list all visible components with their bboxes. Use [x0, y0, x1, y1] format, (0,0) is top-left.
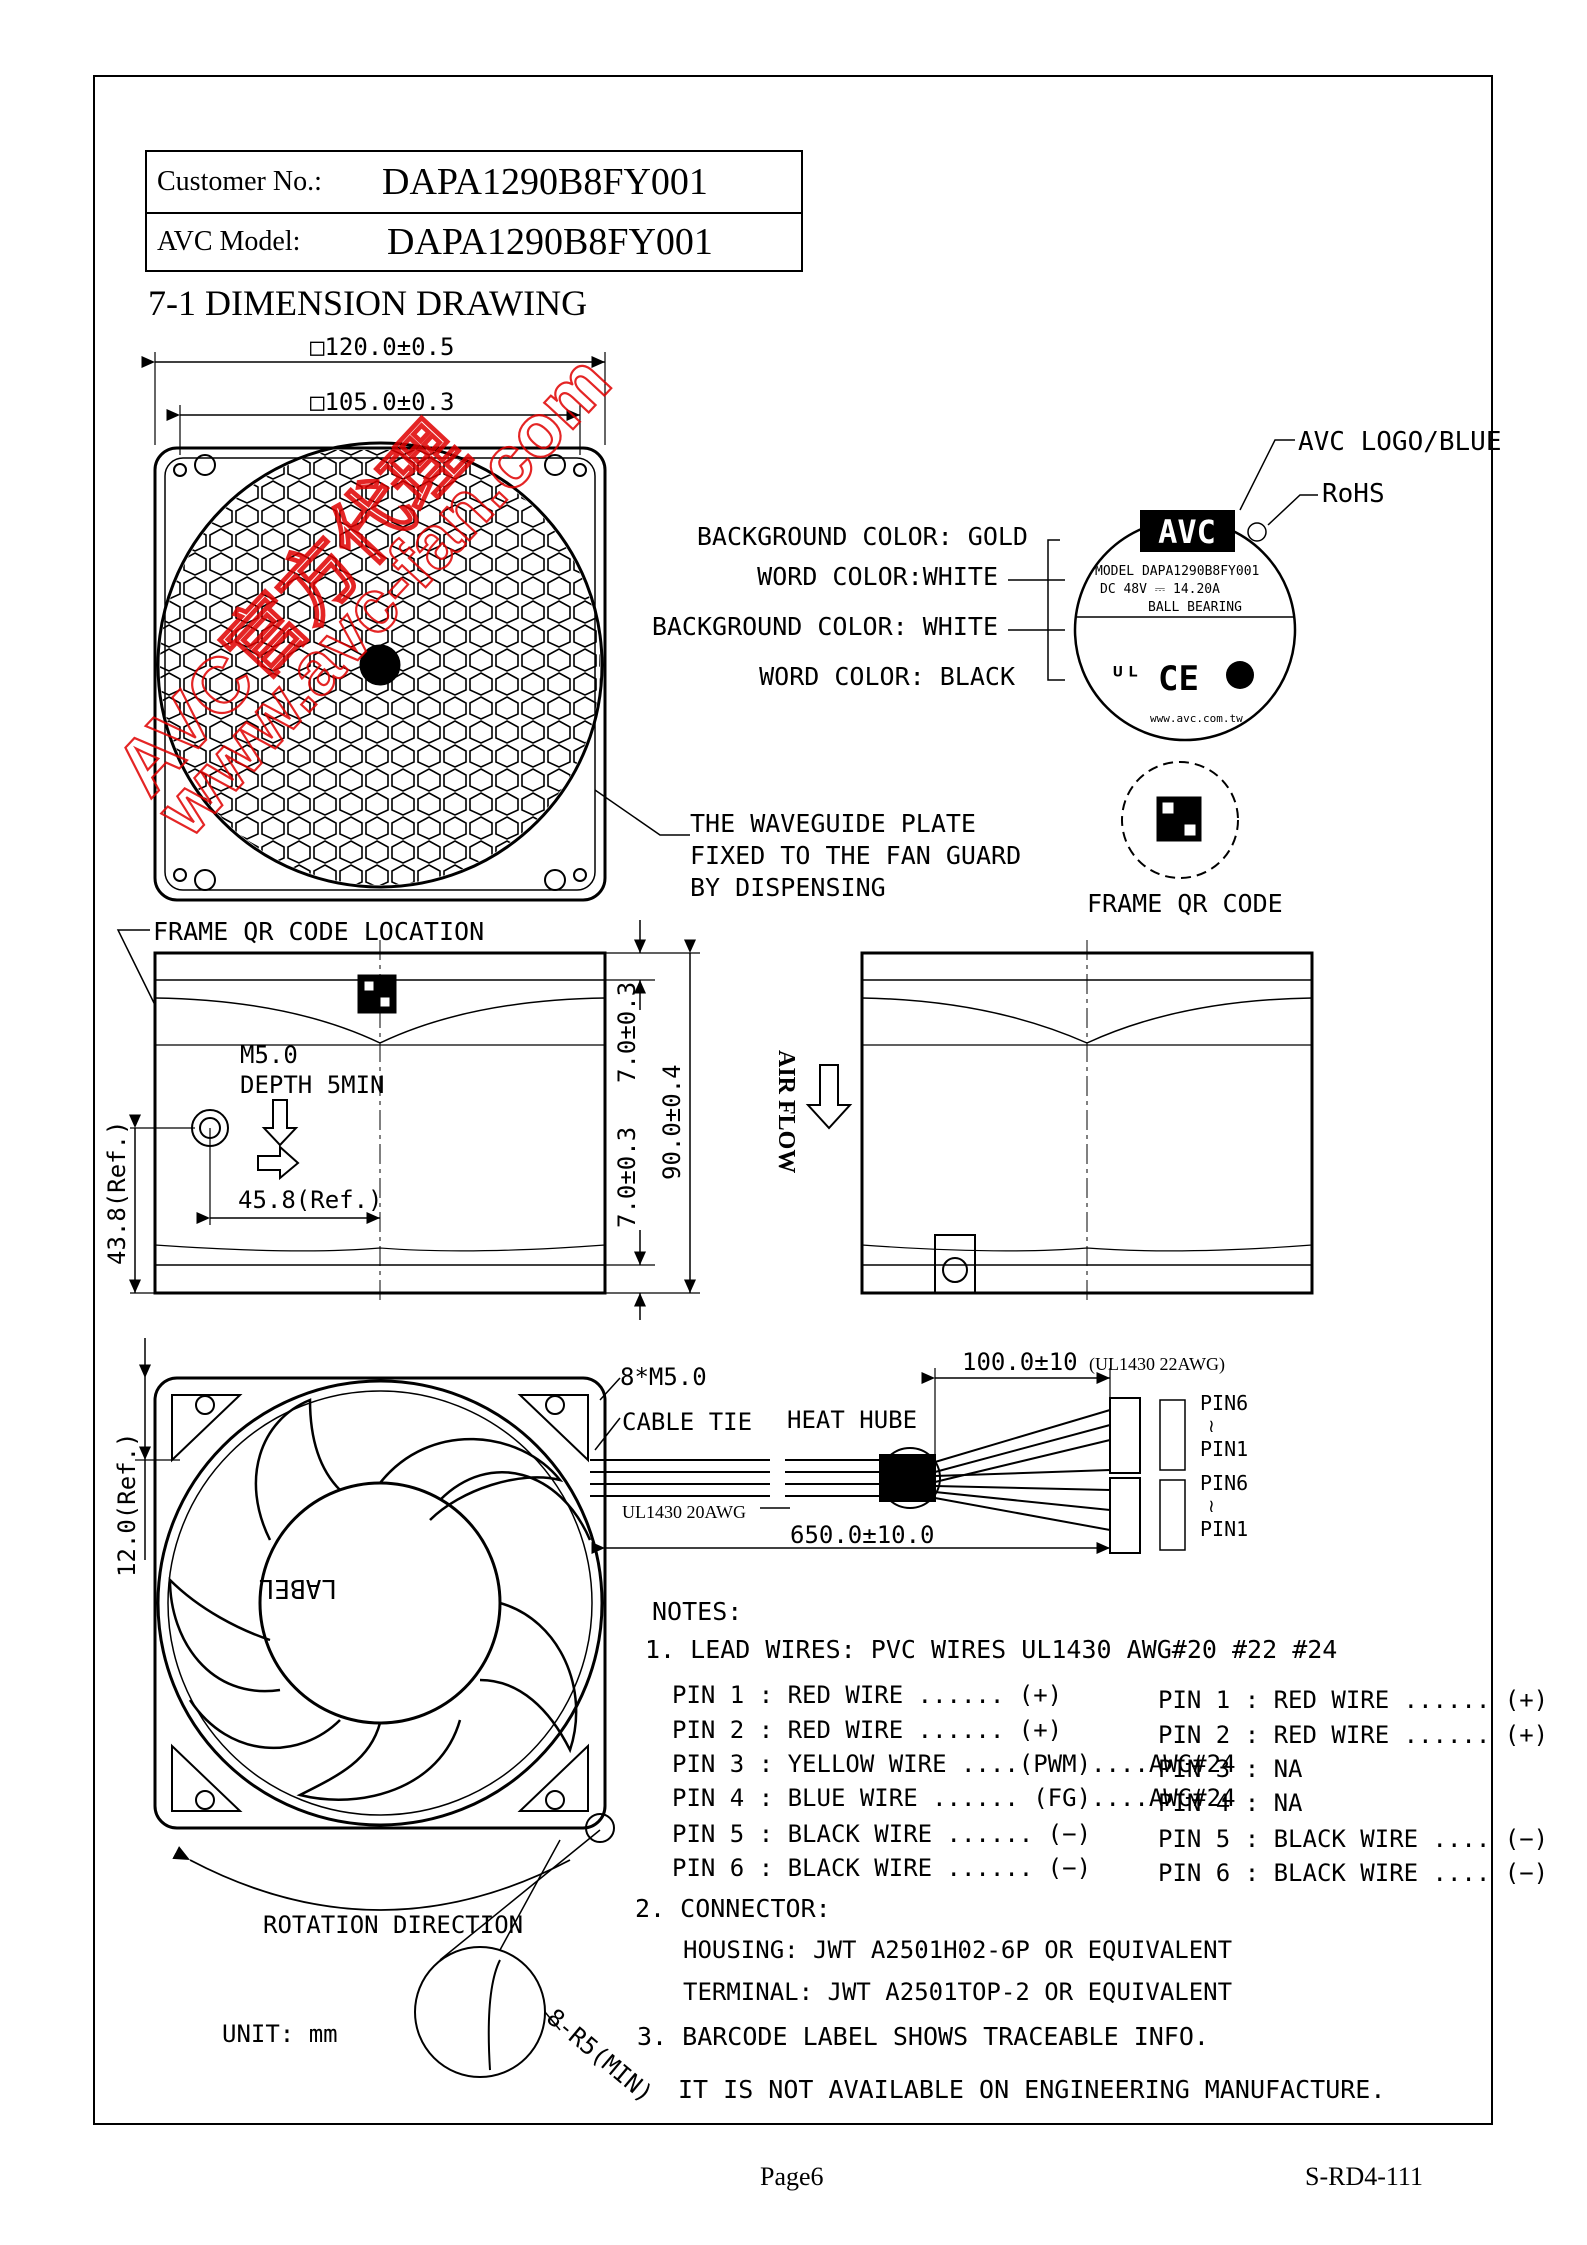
right-pin-5: PIN 5 : BLACK WIRE .... (−) [1158, 1825, 1548, 1853]
label-url: www.avc.com.tw [1150, 712, 1243, 725]
pin-range-bottom: ≀ [1208, 1496, 1215, 1517]
rotation-direction: ROTATION DIRECTION [263, 1911, 523, 1939]
left-pin-1: PIN 1 : RED WIRE ...... (+) [672, 1681, 1062, 1709]
model-label: AVC Model: [157, 226, 301, 257]
right-pin-2: PIN 2 : RED WIRE ...... (+) [1158, 1721, 1548, 1749]
fan-label-text: LABEL [259, 1573, 337, 1603]
notes-block: NOTES: 1. LEAD WIRES: PVC WIRES UL1430 A… [635, 1597, 1548, 2104]
label-bearing: BALL BEARING [1148, 600, 1242, 615]
fan-label-sticker: AVC MODEL DAPA1290B8FY001 DC 48V ⎓ 14.20… [1073, 510, 1297, 742]
callout-cable-tie: CABLE TIE [622, 1408, 752, 1436]
left-pin-4: PIN 4 : BLUE WIRE ...... (FG)....AWG#24 [672, 1784, 1236, 1812]
unit-label: UNIT: mm [222, 2020, 338, 2048]
dim-ref-43: 43.8(Ref.) [103, 1121, 131, 1266]
page-frame [93, 75, 1493, 2125]
label-dc-line: DC 48V ⎓ 14.20A [1100, 582, 1220, 597]
left-pin-5: PIN 5 : BLACK WIRE ...... (−) [672, 1820, 1091, 1848]
frame-qr-location: FRAME QR CODE LOCATION [153, 917, 484, 946]
corner-slots [171, 1394, 589, 1812]
note-housing: HOUSING: JWT A2501H02-6P OR EQUIVALENT [683, 1936, 1232, 1964]
callout-depth: DEPTH 5MIN [240, 1071, 385, 1099]
ul-mark: ᵁᴸ [1110, 662, 1141, 692]
left-pin-3: PIN 3 : YELLOW WIRE ....(PWM)....AWG#24 [672, 1750, 1236, 1778]
dim-ref-12: 12.0(Ref.) [113, 1433, 141, 1578]
pin6-top: PIN6 [1200, 1391, 1248, 1415]
dim-holes: 8*M5.0 [620, 1363, 707, 1391]
callout-bg-gold: BACKGROUND COLOR: GOLD [697, 522, 1028, 551]
header-table: Customer No.: DAPA1290B8FY001 AVC Model:… [145, 150, 803, 272]
right-pin-3: PIN 3 : NA [1158, 1755, 1303, 1783]
callout-heat-hube: HEAT HUBE [787, 1406, 917, 1434]
page-number: Page6 [760, 2162, 824, 2191]
right-pin-1: PIN 1 : RED WIRE ...... (+) [1158, 1686, 1548, 1714]
dim-inner: □105.0±0.3 [310, 388, 455, 416]
waveguide-line2: FIXED TO THE FAN GUARD [690, 841, 1021, 870]
waveguide-line3: BY DISPENSING [690, 873, 886, 902]
callout-m5: M5.0 [240, 1041, 298, 1069]
left-pin-2: PIN 2 : RED WIRE ...... (+) [672, 1716, 1062, 1744]
dim-lead-short: 100.0±10 [962, 1348, 1078, 1376]
model-row: AVC Model: DAPA1290B8FY001 [147, 212, 801, 272]
fan-blades [168, 1398, 592, 1801]
note-2: 2. CONNECTOR: [635, 1894, 831, 1923]
side-view-right [805, 940, 1314, 1300]
callout-word-black: WORD COLOR: BLACK [759, 662, 1015, 691]
note-3: 3. BARCODE LABEL SHOWS TRACEABLE INFO. [637, 2022, 1209, 2051]
note-3b: IT IS NOT AVAILABLE ON ENGINEERING MANUF… [678, 2075, 1385, 2104]
pin6-bottom: PIN6 [1200, 1471, 1248, 1495]
label-model-line: MODEL DAPA1290B8FY001 [1095, 564, 1259, 579]
model-value: DAPA1290B8FY001 [387, 221, 713, 263]
frame-qr-title: FRAME QR CODE [1087, 889, 1283, 918]
left-pin-6: PIN 6 : BLACK WIRE ...... (−) [672, 1854, 1091, 1882]
pin1-top: PIN1 [1200, 1437, 1248, 1461]
section-title: 7-1 DIMENSION DRAWING [148, 283, 588, 323]
note-1: 1. LEAD WIRES: PVC WIRES UL1430 AWG#20 #… [645, 1635, 1337, 1664]
side-view-left [116, 920, 700, 1320]
right-pin-6: PIN 6 : BLACK WIRE .... (−) [1158, 1859, 1548, 1887]
document-code: S-RD4-111 [1305, 2162, 1423, 2191]
callout-word-white: WORD COLOR:WHITE [757, 562, 998, 591]
top-view [141, 352, 690, 902]
pin1-bottom: PIN1 [1200, 1517, 1248, 1541]
dim-ref-45: 45.8(Ref.) [238, 1186, 383, 1214]
dim-depth-bottom: 7.0±0.3 [613, 1127, 641, 1228]
customer-row: Customer No.: DAPA1290B8FY001 [147, 152, 801, 214]
lead-cable [590, 1397, 1186, 1554]
dim-radius: 8-R5(MIN) [541, 2003, 659, 2108]
right-pin-4: PIN 4 : NA [1158, 1789, 1303, 1817]
corner-holes [173, 454, 587, 891]
dim-depth-top: 7.0±0.3 [613, 982, 641, 1083]
notes-title: NOTES: [652, 1597, 742, 1626]
dim-height: 90.0±0.4 [658, 1064, 686, 1180]
pin-range-top: ≀ [1208, 1416, 1215, 1437]
dim-lead-long: 650.0±10.0 [790, 1521, 935, 1549]
rear-view [135, 1338, 1186, 2078]
customer-value: DAPA1290B8FY001 [382, 161, 708, 203]
airflow-label: AIR FLOW [773, 1050, 799, 1173]
note-terminal: TERMINAL: JWT A2501TOP-2 OR EQUIVALENT [683, 1978, 1232, 2006]
frame-qr-detail [1121, 761, 1239, 879]
waveguide-line1: THE WAVEGUIDE PLATE [690, 809, 976, 838]
dim-lead-long-spec: UL1430 20AWG [622, 1502, 746, 1522]
ce-mark: CE [1158, 659, 1199, 699]
callout-logo: AVC LOGO/BLUE [1298, 427, 1502, 457]
customer-label: Customer No.: [157, 166, 322, 197]
label-brand: AVC [1158, 513, 1216, 551]
dim-outer: □120.0±0.5 [310, 333, 455, 361]
callout-rohs: RoHS [1322, 479, 1385, 509]
callout-bg-white: BACKGROUND COLOR: WHITE [652, 612, 998, 641]
dim-lead-short-spec: (UL1430 22AWG) [1089, 1354, 1225, 1375]
label-leaders [1008, 439, 1318, 681]
